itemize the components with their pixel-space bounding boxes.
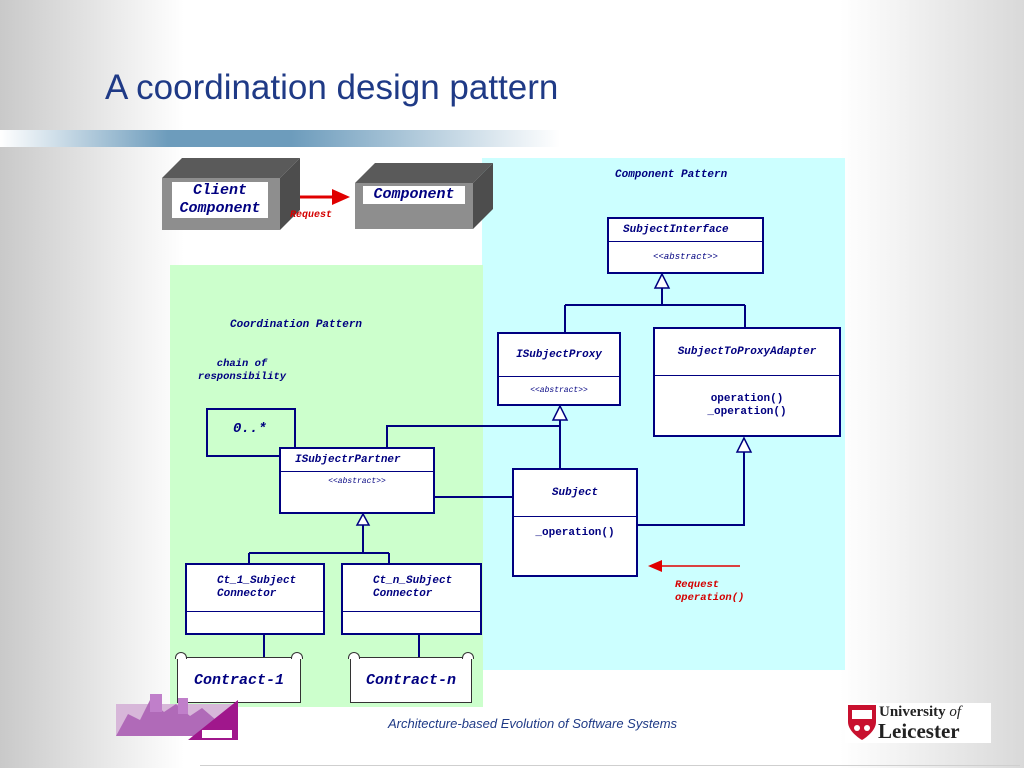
university-of: of (949, 704, 962, 720)
isubject-proxy-class: ISubjectProxy <<abstract>> (497, 332, 621, 406)
component-label: Component (363, 186, 465, 204)
client-component-block: Client Component (162, 158, 300, 230)
ctn-connector-class: Ct_n_Subject Connector (341, 563, 482, 635)
footer-text: Architecture-based Evolution of Software… (388, 716, 678, 731)
component-pattern-title: Component Pattern (615, 169, 728, 181)
isubject-partner-class: ISubjectrPartner <<abstract>> (279, 447, 435, 514)
subject-interface-name: SubjectInterface (609, 219, 762, 242)
coordination-pattern-title: Coordination Pattern (230, 319, 363, 331)
title-rule (0, 130, 560, 147)
request-operation-label: Request operation() (675, 579, 745, 604)
contract-1-scroll: Contract-1 (175, 652, 303, 703)
university-shield-icon (848, 705, 876, 740)
subject-name: Subject (514, 470, 636, 517)
client-component-label: Client Component (172, 182, 268, 218)
ct1-connector-body (187, 612, 323, 633)
slide-title: A coordination design pattern (105, 68, 559, 107)
ctn-connector-name: Ct_n_Subject Connector (343, 565, 480, 612)
subject-interface-class: SubjectInterface <<abstract>> (607, 217, 764, 274)
contract-n-scroll: Contract-n (348, 652, 474, 703)
footer-rule (200, 765, 1020, 766)
component-block: Component (355, 163, 493, 229)
university-name-line2: Leicester (878, 719, 960, 743)
isubject-partner-stereotype: <<abstract>> (328, 477, 386, 486)
ctn-connector-body (343, 612, 480, 633)
chain-of-responsibility-label: chain of responsibility (197, 358, 287, 383)
multiplicity-label: 0..* (233, 421, 267, 437)
subject-to-proxy-adapter-ops: operation() _operation() (707, 392, 787, 418)
university-logo: University of Leicester (845, 703, 991, 743)
ct1-connector-class: Ct_1_Subject Connector (185, 563, 325, 635)
castle-logo (116, 694, 238, 740)
subject-to-proxy-adapter-class: SubjectToProxyAdapter operation() _opera… (653, 327, 841, 437)
subject-class: Subject _operation() (512, 468, 638, 577)
subject-to-proxy-adapter-name: SubjectToProxyAdapter (655, 329, 839, 376)
subject-ops: _operation() (535, 527, 615, 539)
isubject-proxy-stereotype: <<abstract>> (530, 386, 588, 395)
ct1-connector-name: Ct_1_Subject Connector (187, 565, 323, 612)
isubject-partner-name: ISubjectrPartner (281, 449, 433, 472)
isubject-proxy-name: ISubjectProxy (499, 334, 619, 377)
university-name-line1: University (879, 704, 946, 720)
subject-interface-stereotype: <<abstract>> (653, 251, 718, 262)
request-label: Request (290, 210, 333, 221)
